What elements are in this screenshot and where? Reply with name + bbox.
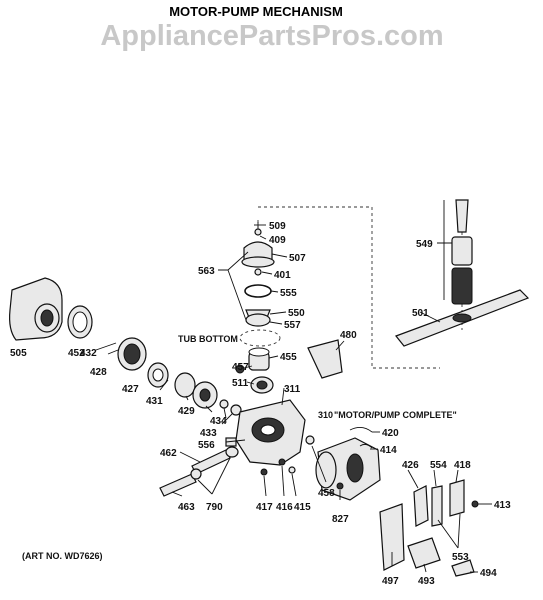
label-434: 434 — [210, 416, 227, 427]
label-409: 409 — [269, 235, 286, 246]
part-457-screw — [235, 364, 245, 374]
label-432: 432 — [80, 348, 97, 359]
part-428-impeller — [117, 337, 147, 371]
label-452: 452 — [68, 348, 85, 359]
label-429: 429 — [178, 406, 195, 417]
part-top-stack — [241, 222, 275, 327]
label-553: 553 — [452, 552, 469, 563]
label-555: 555 — [280, 288, 297, 299]
label-505: 505 — [10, 348, 27, 359]
part-790-clamp-b — [190, 468, 202, 480]
part-554-spring — [431, 485, 443, 527]
part-455-bearing — [248, 347, 270, 371]
label-827: 827 — [332, 514, 349, 525]
watermark: AppliancePartsPros.com — [100, 20, 443, 52]
label-414: 414 — [380, 445, 397, 456]
label-550: 550 — [288, 308, 305, 319]
label-426: 426 — [402, 460, 419, 471]
label-509: 509 — [269, 221, 286, 232]
part-480-guard — [307, 339, 343, 379]
label-415: 415 — [294, 502, 311, 513]
part-463-hose — [159, 473, 197, 497]
part-429-hub — [192, 381, 218, 409]
label-480: 480 — [340, 330, 357, 341]
part-415-washer — [288, 466, 296, 474]
label-311: 311 — [284, 384, 301, 395]
label-497: 497 — [382, 576, 399, 587]
label-554: 554 — [430, 460, 447, 471]
label-493: 493 — [418, 576, 435, 587]
label-556: 556 — [198, 440, 215, 451]
part-418-bracket — [449, 479, 465, 517]
part-827-screw — [336, 482, 344, 490]
part-549-tower — [451, 199, 473, 305]
label-413: 413 — [494, 500, 511, 511]
part-434-washer — [219, 399, 229, 409]
spray-arm-hub — [452, 313, 472, 323]
part-493-cam — [407, 537, 441, 569]
part-416-screw — [278, 458, 286, 466]
label-458: 458 — [318, 488, 335, 499]
part-452-clamp — [67, 305, 93, 339]
label-507: 507 — [289, 253, 306, 264]
part-413-screw — [471, 500, 479, 508]
tub-bottom-outline — [239, 329, 281, 347]
note-tub-bottom: TUB BOTTOM — [178, 334, 238, 344]
part-427-seal — [147, 362, 169, 388]
label-549: 549 — [416, 239, 433, 250]
label-462: 462 — [160, 448, 177, 459]
part-511-seal — [250, 376, 274, 394]
label-418: 418 — [454, 460, 471, 471]
part-790-clamp-a — [225, 446, 239, 458]
note-ref-310: 310 — [318, 410, 333, 420]
note-motor-pump-complete: "MOTOR/PUMP COMPLETE" — [334, 410, 457, 420]
part-311-pump-housing — [235, 399, 306, 466]
art-number: (ART NO. WD7626) — [22, 551, 103, 561]
label-501: 501 — [412, 308, 429, 319]
label-457: 457 — [232, 362, 249, 373]
label-433: 433 — [200, 428, 217, 439]
part-417-screw — [260, 468, 268, 476]
label-416: 416 — [276, 502, 293, 513]
part-505-housing — [9, 277, 63, 341]
label-494: 494 — [480, 568, 497, 579]
part-497-bracket — [379, 503, 405, 571]
label-431: 431 — [146, 396, 163, 407]
label-428: 428 — [90, 367, 107, 378]
label-463: 463 — [178, 502, 195, 513]
diagram-title: MOTOR-PUMP MECHANISM — [169, 4, 343, 19]
leader-lines — [95, 200, 492, 573]
label-511: 511 — [232, 378, 249, 389]
part-431-ring — [174, 372, 196, 398]
label-563: 563 — [198, 266, 215, 277]
label-427: 427 — [122, 384, 139, 395]
label-401: 401 — [274, 270, 291, 281]
label-455: 455 — [280, 352, 297, 363]
part-414-clip — [359, 443, 373, 449]
label-420: 420 — [382, 428, 399, 439]
part-420-clip — [349, 427, 373, 433]
label-790: 790 — [206, 502, 223, 513]
part-433-nut — [230, 404, 242, 416]
part-310-motor — [315, 437, 381, 501]
part-458-grommet — [305, 435, 315, 445]
part-426-lever — [413, 485, 429, 527]
label-557: 557 — [284, 320, 301, 331]
label-417: 417 — [256, 502, 273, 513]
dashed-link-spray-arm — [258, 206, 440, 369]
